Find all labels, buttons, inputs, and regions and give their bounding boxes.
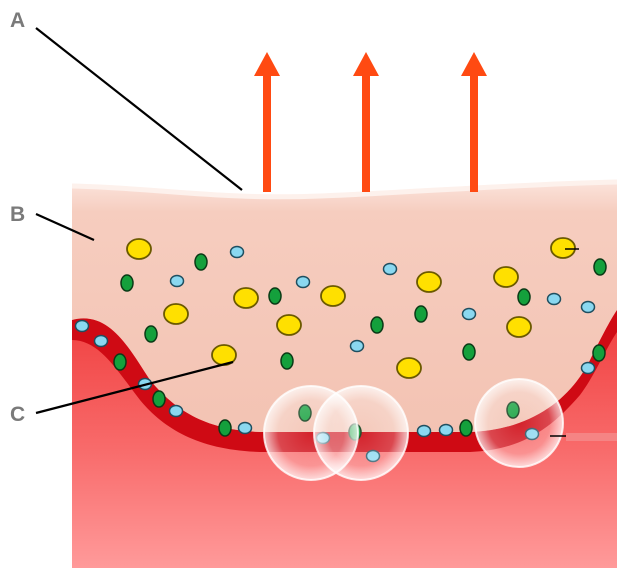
blue-particle: [580, 361, 596, 375]
callout-line-b: [35, 212, 95, 242]
label-b: B: [10, 203, 25, 226]
label-c: C: [10, 403, 25, 426]
blue-particle: [461, 307, 477, 321]
label-a: A: [10, 9, 25, 32]
callout-line-c: [35, 360, 234, 415]
yellow-particle: [550, 237, 576, 259]
blue-particle: [93, 334, 109, 348]
blue-particle: [74, 319, 90, 333]
blue-particle: [237, 421, 253, 435]
pointer-bar: [566, 433, 617, 441]
yellow-particle: [396, 357, 422, 379]
blue-particle: [295, 275, 311, 289]
green-particle: [152, 390, 166, 408]
yellow-particle: [506, 316, 532, 338]
yellow-particles: [126, 237, 576, 379]
green-particle: [370, 316, 384, 334]
yellow-particle: [126, 238, 152, 260]
green-particle: [218, 419, 232, 437]
surface-highlight: [71, 179, 617, 200]
yellow-particle: [416, 271, 442, 293]
up-arrow-icon: [254, 52, 280, 192]
green-particle: [593, 258, 607, 276]
up-arrow-icon: [461, 52, 487, 192]
blue-particles: [74, 245, 596, 463]
yellow-particle: [276, 314, 302, 336]
green-particle: [592, 344, 606, 362]
blue-particle: [580, 300, 596, 314]
bubble-icon: [474, 378, 564, 468]
green-particle: [120, 274, 134, 292]
bubbles: [263, 378, 564, 481]
green-particle: [194, 253, 208, 271]
blue-particle: [229, 245, 245, 259]
blue-particle: [416, 424, 432, 438]
green-particle: [414, 305, 428, 323]
green-particle: [517, 288, 531, 306]
yellow-particle: [320, 285, 346, 307]
blue-particle: [546, 292, 562, 306]
up-arrow-icon: [353, 52, 379, 192]
callout-line-a: [35, 27, 243, 191]
green-particle: [280, 352, 294, 370]
green-particle: [459, 419, 473, 437]
yellow-particle: [493, 266, 519, 288]
blue-particle: [349, 339, 365, 353]
green-particle: [113, 353, 127, 371]
green-particle: [144, 325, 158, 343]
blue-particle: [438, 423, 454, 437]
yellow-particle: [163, 303, 189, 325]
blue-particle: [168, 404, 184, 418]
green-particle: [462, 343, 476, 361]
yellow-particle: [233, 287, 259, 309]
blue-particle: [382, 262, 398, 276]
blue-particle: [169, 274, 185, 288]
bubble-icon: [313, 385, 409, 481]
green-particle: [268, 287, 282, 305]
